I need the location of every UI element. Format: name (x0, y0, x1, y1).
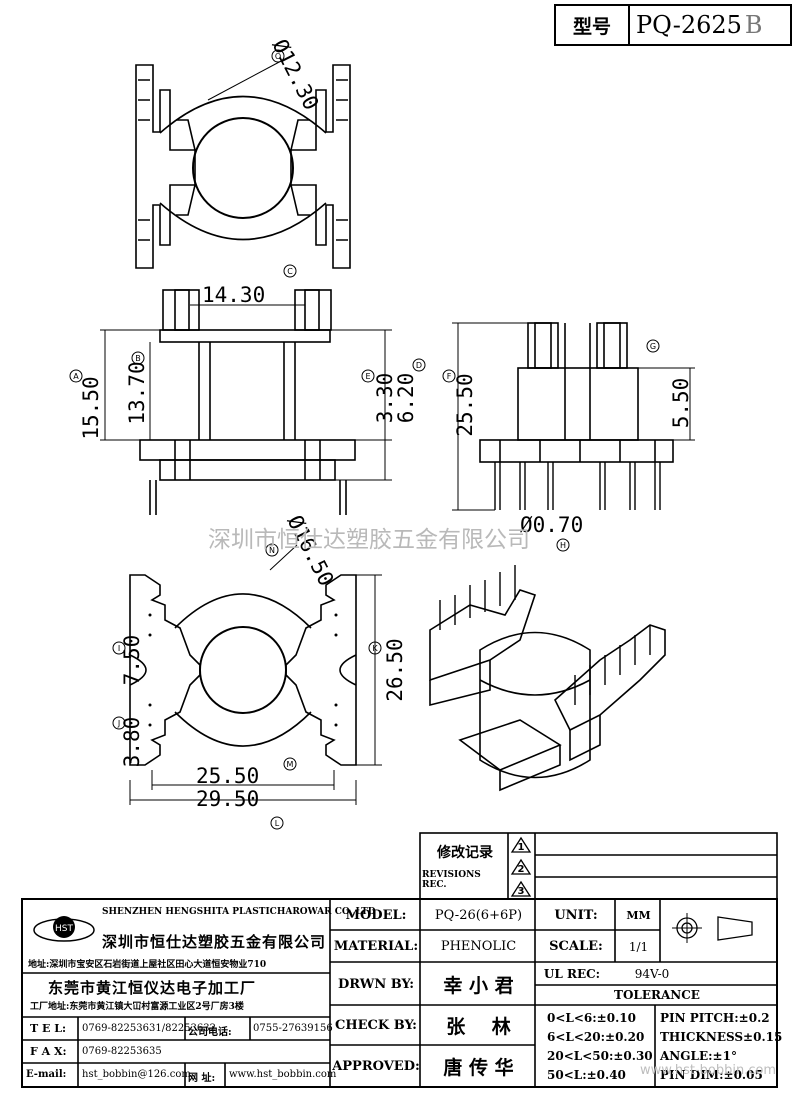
revision-row-1: 1 (518, 842, 525, 853)
marker-l: L (275, 819, 280, 828)
unit-value: MM (626, 908, 651, 922)
company-phone-label: 公司电话: (188, 1027, 232, 1038)
marker-g: G (650, 342, 656, 351)
dim-w2950: 29.50 (196, 787, 259, 811)
drawn-value: 幸 小 君 (443, 974, 514, 997)
drawn-label: DRWN BY: (337, 976, 415, 992)
side-view (452, 322, 695, 511)
approved-label: APPROVED: (332, 1059, 420, 1074)
revisions-title-en: REVISIONS REC. (422, 870, 481, 890)
top-view (135, 59, 351, 269)
dim-h1370: 13.70 (125, 361, 149, 424)
marker-j: J (117, 719, 120, 728)
marker-h: H (560, 541, 566, 550)
watermark-text: 深圳市恒仕达塑胶五金有限公司 (208, 527, 530, 553)
dim-w2550: 25.50 (196, 764, 259, 788)
check-label: CHECK BY: (335, 1018, 417, 1033)
material-label: MATERIAL: (333, 939, 419, 954)
company-phone-value: 0755-27639156 (253, 1023, 333, 1034)
company-logo-icon: HST (33, 916, 95, 942)
isometric-view (429, 565, 666, 792)
marker-o: O (275, 52, 281, 61)
dim-h1550: 15.50 (79, 376, 103, 439)
marker-d: D (416, 361, 422, 370)
factory-address: 工厂地址:东莞市黄江镇大冚村富源工业区2号厂房3楼 (30, 1002, 244, 1012)
marker-i: I (118, 644, 120, 653)
revision-triangles (510, 836, 532, 897)
bottom-view (129, 544, 382, 805)
front-view (100, 289, 392, 515)
marker-a: A (73, 372, 79, 381)
title-block: 型号 PQ-2625 B (554, 4, 792, 46)
fax-label: F A X: (30, 1045, 67, 1058)
pin-pitch: PIN PITCH:±0.2 (660, 1011, 770, 1025)
tolerance-label: TOLERANCE (614, 988, 700, 1002)
unit-label: UNIT: (554, 907, 598, 923)
company-address: 地址:深圳市宝安区石岩街道上屋社区田心大道恒安物业710 (28, 960, 267, 970)
email-value: hst_bobbin@126.com (82, 1069, 191, 1080)
tolerance-row-4: 50<L:±0.40 (547, 1068, 626, 1082)
tolerance-row-1: 0<L<6:±0.10 (547, 1011, 636, 1025)
scale-value: 1/1 (628, 939, 649, 954)
dim-h2550: 25.50 (453, 373, 477, 436)
revision-row-3: 3 (518, 886, 525, 897)
marker-c: C (287, 267, 293, 276)
dim-p070: Ø0.70 (520, 513, 583, 537)
title-table-grid (21, 832, 778, 1088)
marker-b: B (135, 354, 141, 363)
dim-w380: 3.80 (120, 717, 144, 768)
thickness: THICKNESS±0.15 (660, 1030, 783, 1044)
dim-h620: 6.20 (394, 373, 418, 424)
dim-w1430: 14.30 (202, 283, 265, 307)
tolerance-extra-list: PIN PITCH:±0.2 THICKNESS±0.15 ANGLE:±1° … (660, 1009, 782, 1085)
part-number: PQ-2625 (636, 11, 742, 39)
tolerance-row-2: 6<L<20:±0.20 (547, 1030, 645, 1044)
pin-dim: PIN DIM:±0.05 (660, 1068, 763, 1082)
ul-value: 94V-0 (634, 967, 670, 981)
model-label: MODEL: (345, 907, 407, 923)
svg-text:HST: HST (55, 924, 73, 934)
projection-symbol (672, 913, 753, 943)
check-value: 张 林 (446, 1016, 511, 1038)
marker-m: M (287, 760, 294, 769)
approved-value: 唐 传 华 (443, 1057, 514, 1079)
marker-n: N (269, 546, 275, 555)
web-value: www.hst_bobbin.com (229, 1069, 337, 1080)
watermark-url: www.hst-bobbin.com (640, 1063, 777, 1078)
factory-name: 东莞市黄江恒仪达电子加工厂 (48, 979, 257, 997)
material-value: PHENOLIC (440, 939, 517, 954)
dim-w750: 7.50 (120, 635, 144, 686)
marker-e: E (365, 372, 370, 381)
tolerance-row-3: 20<L<50:±0.30 (547, 1049, 653, 1063)
fax-value: 0769-82253635 (82, 1046, 162, 1057)
revision-letter: B (744, 11, 763, 39)
ul-label: UL REC: (543, 967, 601, 981)
revision-row-2: 2 (518, 864, 525, 875)
angle: ANGLE:±1° (660, 1049, 737, 1063)
email-label: E-mail: (26, 1069, 67, 1080)
web-label: 网 址: (188, 1073, 216, 1084)
tolerance-list: 0<L<6:±0.10 6<L<20:±0.20 20<L<50:±0.30 5… (547, 1009, 653, 1085)
tel-label: T E L: (30, 1022, 67, 1035)
company-name-en: SHENZHEN HENGSHITA PLASTICHAROWAR CO.,LT… (102, 907, 376, 917)
dim-h550: 5.50 (669, 378, 693, 429)
marker-k: K (372, 644, 378, 653)
dim-h330: 3.30 (373, 373, 397, 424)
dim-h2650: 26.50 (383, 638, 407, 701)
scale-label: SCALE: (549, 939, 603, 954)
company-name-cn: 深圳市恒仕达塑胶五金有限公司 (102, 933, 327, 951)
tel-value: 0769-82253631/82253632 (82, 1023, 216, 1034)
revisions-title: 修改记录 (437, 845, 493, 861)
marker-f: F (447, 372, 452, 381)
model-value: PQ-26(6+6P) (434, 907, 523, 923)
type-label: 型号 (556, 6, 630, 44)
